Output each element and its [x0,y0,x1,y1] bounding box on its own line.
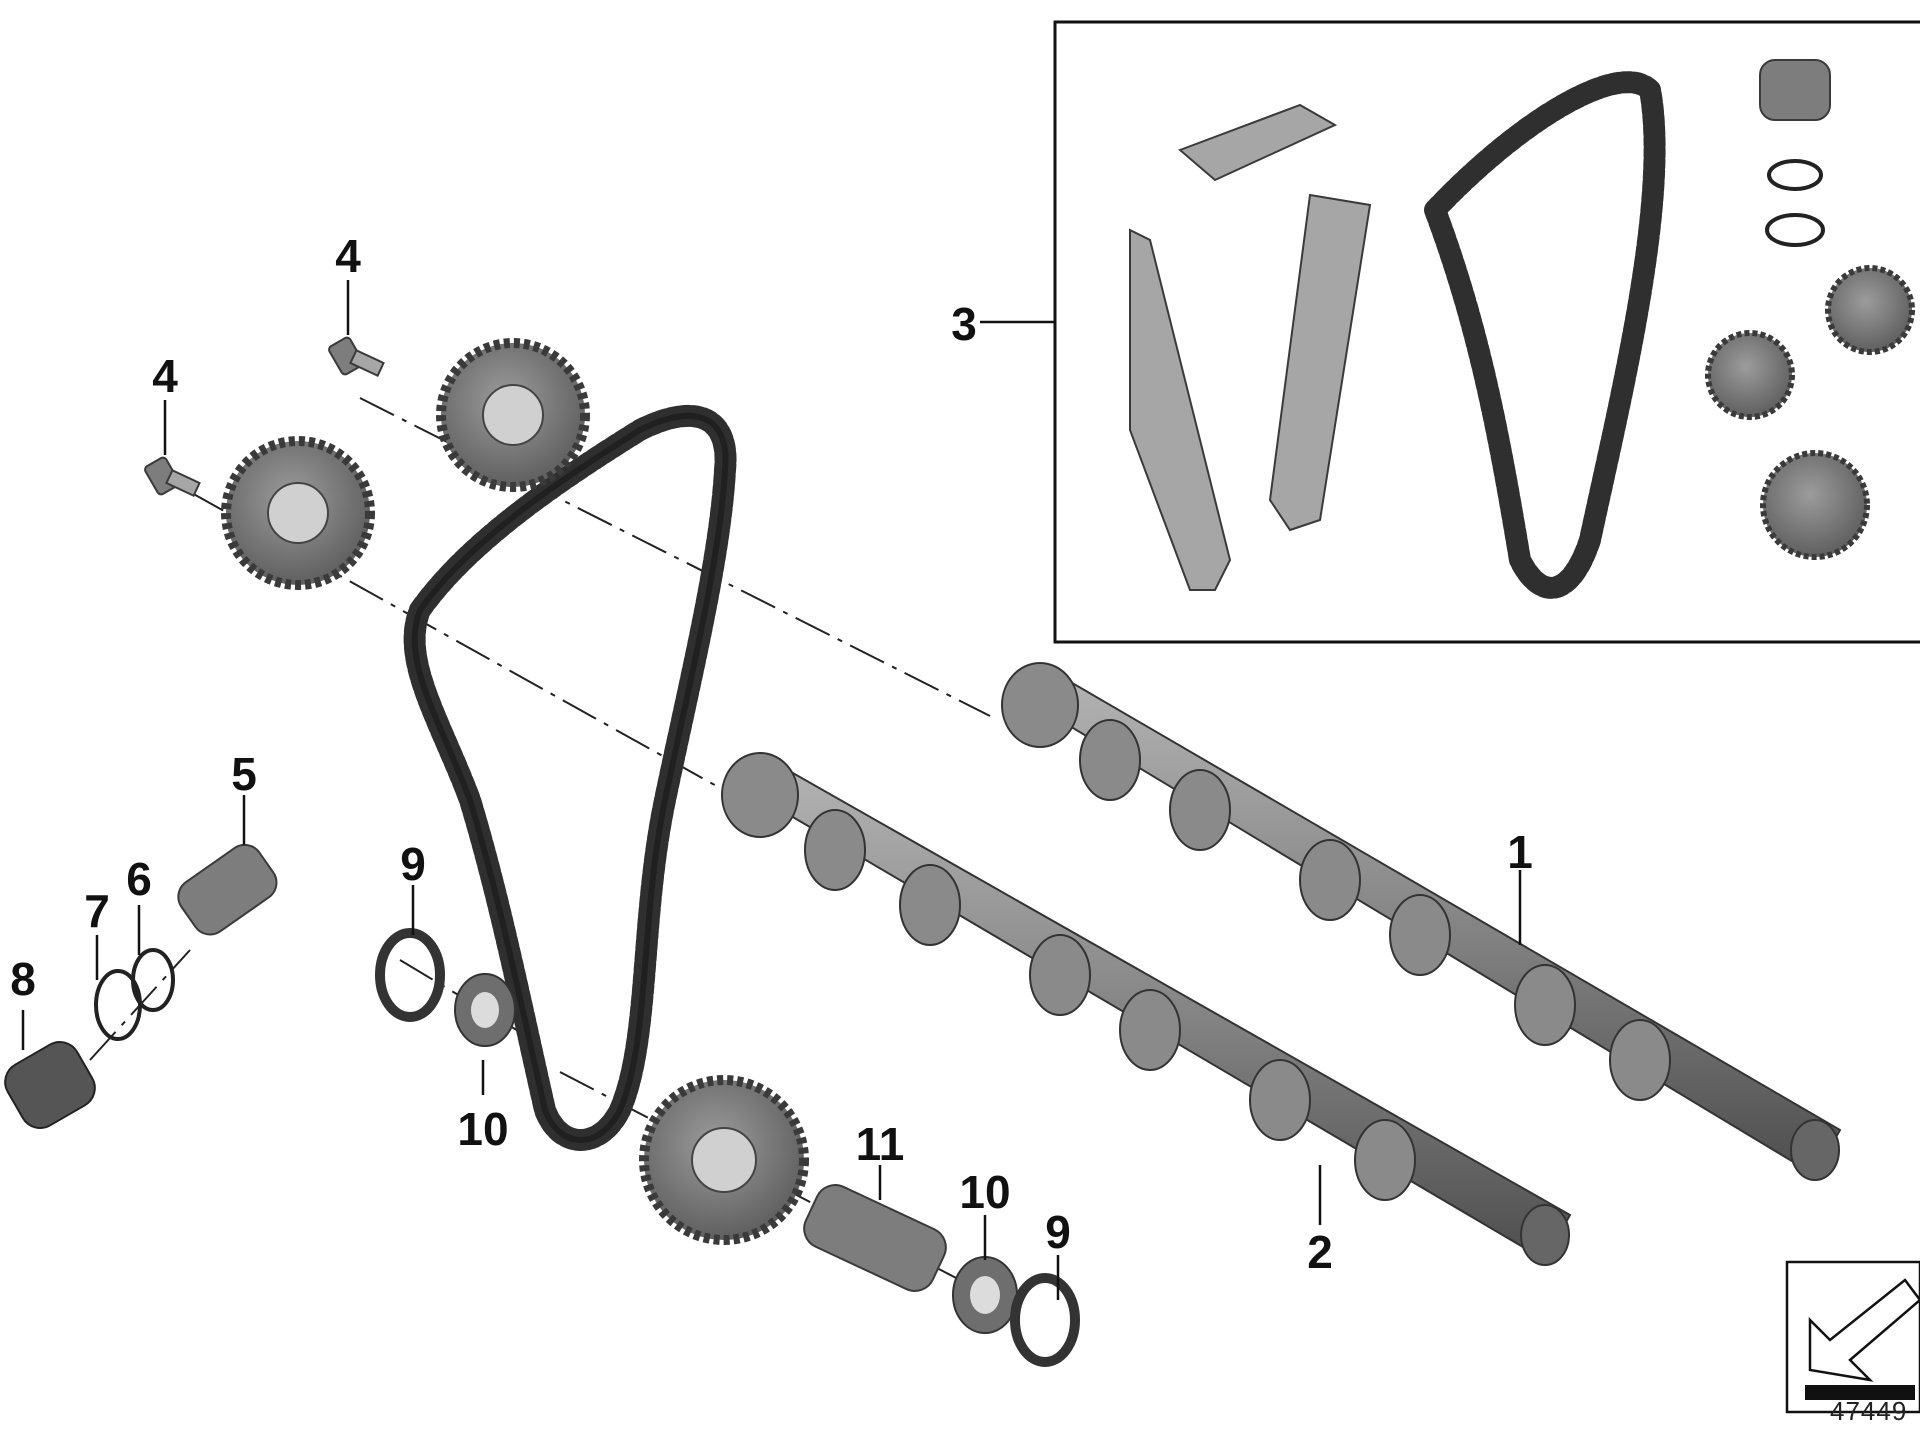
callout-4-lower: 4 [152,350,178,402]
o-ring-7 [94,969,142,1041]
bolt-lower [144,456,201,498]
callout-5: 5 [231,748,257,800]
ring-9-upper [375,928,445,1022]
sprocket-upper [436,338,590,492]
bushing-10-upper [454,973,516,1047]
callout-2: 2 [1307,1226,1333,1278]
kit-timing-chain [1424,71,1666,599]
callout-11: 11 [856,1118,905,1170]
callout-7: 7 [84,885,110,937]
callout-6: 6 [126,853,152,905]
leader-lines [21,280,1522,1300]
callout-4-upper: 4 [335,230,361,282]
kit-o-rings [1765,159,1825,247]
sprocket-lower [221,436,375,590]
camshaft-intake [721,752,1572,1266]
camshaft-exhaust [1001,662,1842,1181]
callout-8: 8 [10,953,36,1005]
document-number: 47449 [1830,1396,1907,1426]
callout-10-upper: 10 [457,1103,508,1155]
callout-9-lower: 9 [1045,1206,1071,1258]
crankshaft-sprocket [639,1075,809,1245]
chain-tensioner [177,843,278,936]
callout-9-upper: 9 [400,838,426,890]
callout-labels: 1 2 3 4 4 5 6 7 8 9 10 11 10 9 [10,230,1533,1278]
kit-guide-rail [1129,103,1372,591]
orientation-symbol [1785,1260,1920,1414]
timing-chain [403,404,737,1151]
bolt-upper [328,336,385,378]
screw-plug [4,1041,96,1129]
bushing-10-lower [952,1256,1018,1334]
kit-seal-cap [1759,59,1831,121]
sleeve-11 [803,1184,947,1292]
callout-10-lower: 10 [959,1166,1010,1218]
callout-3: 3 [951,298,977,350]
ring-9-lower [1010,1273,1080,1367]
callout-1: 1 [1507,826,1533,878]
kit-inset-frame [1053,20,1920,644]
kit-sprockets [1705,265,1915,560]
